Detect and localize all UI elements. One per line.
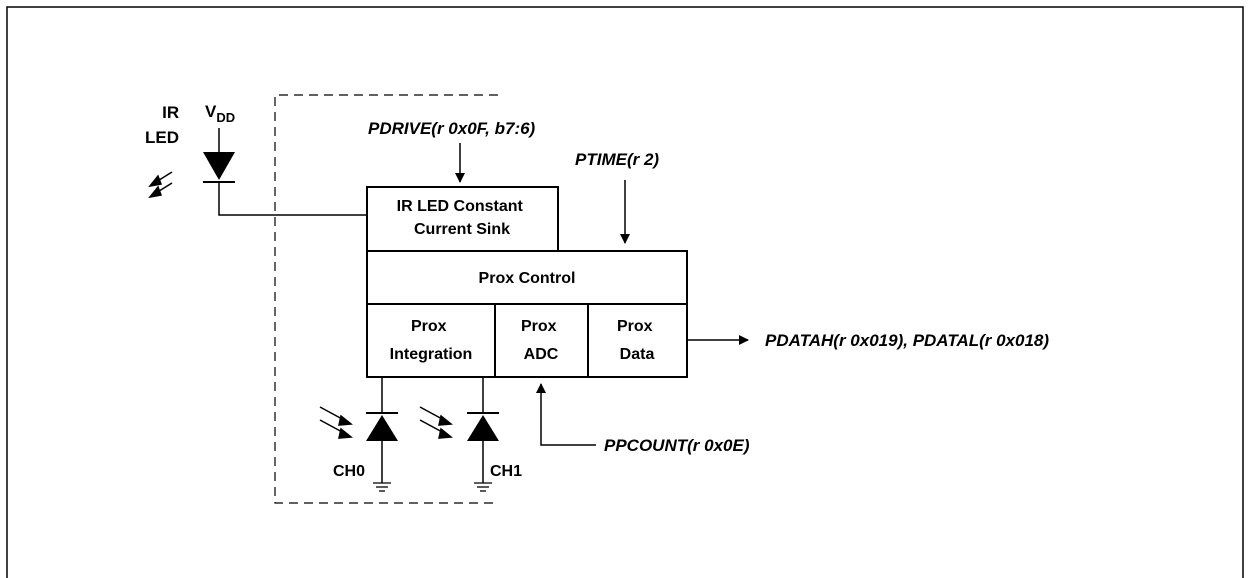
ch1-photodiode-icon: [467, 377, 499, 492]
ppcount-register-label: PPCOUNT(r 0x0E): [604, 436, 750, 455]
ch0-label: CH0: [333, 463, 365, 480]
prox-control-label: Prox Control: [479, 270, 576, 287]
ch1-light-arrows-icon: [419, 406, 453, 439]
ir-emission-icon: [148, 171, 173, 199]
prox-integration-block: [366, 303, 496, 378]
ppcount-arrow: [536, 383, 596, 446]
device-boundary: [274, 94, 498, 504]
figure-frame: [6, 6, 1244, 578]
current-sink-block: [366, 186, 559, 252]
ir-led-label: IR LED: [145, 103, 184, 147]
current-sink-label: IR LED Constant Current Sink: [397, 198, 528, 238]
prox-data-label: Prox Data: [617, 318, 657, 363]
ch1-label: CH1: [490, 463, 522, 480]
pdata-register-label: PDATAH(r 0x019), PDATAL(r 0x018): [765, 331, 1049, 350]
prox-integration-label: Prox Integration: [390, 318, 473, 363]
prox-adc-block: [494, 303, 589, 378]
ch0-light-arrows-icon: [319, 406, 353, 439]
prox-adc-label: Prox ADC: [521, 318, 561, 363]
prox-control-block: [366, 250, 688, 305]
vdd-label: VDD: [205, 102, 235, 125]
ir-led-diode-icon: [203, 128, 367, 216]
prox-data-block: [587, 303, 688, 378]
pdrive-register-label: PDRIVE(r 0x0F, b7:6): [368, 119, 536, 138]
ch0-photodiode-icon: [366, 377, 398, 492]
ptime-register-label: PTIME(r 2): [575, 150, 659, 169]
